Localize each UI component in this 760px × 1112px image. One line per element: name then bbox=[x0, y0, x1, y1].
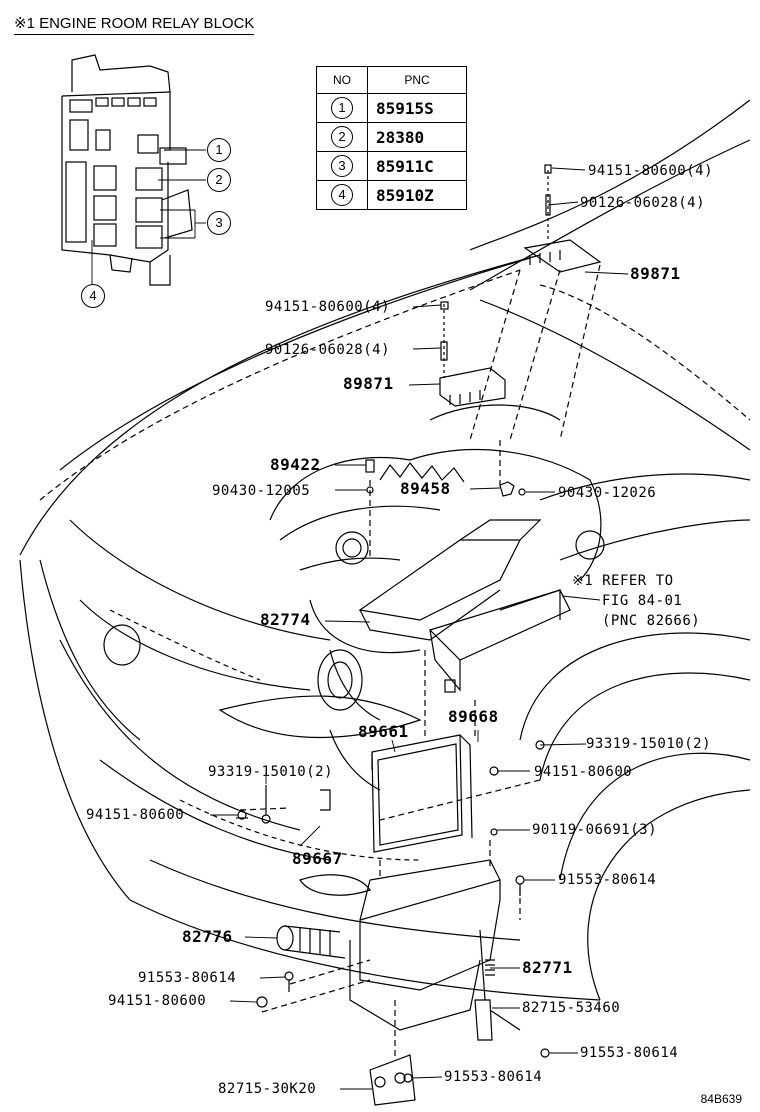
pnc-row: 4 85910Z bbox=[316, 180, 467, 210]
relay-callout-1: 1 bbox=[207, 138, 231, 162]
pnc-row-value: 85911C bbox=[367, 151, 467, 181]
sensor-89871-lower bbox=[439, 301, 506, 407]
pnc-table-header: NO PNC bbox=[316, 66, 467, 94]
part-label[interactable]: 90430-12005 bbox=[212, 483, 311, 499]
part-label[interactable]: 90126-06028(4) bbox=[265, 342, 391, 358]
part-label[interactable]: 90126-06028(4) bbox=[580, 195, 706, 211]
part-label[interactable]: 94151-80600 bbox=[108, 993, 207, 1009]
part-label[interactable]: FIG 84-01 bbox=[602, 593, 683, 609]
part-label[interactable]: 91553-80614 bbox=[580, 1045, 679, 1061]
engine-cover-82774 bbox=[358, 519, 542, 641]
ecu-89661 bbox=[371, 734, 473, 853]
part-label[interactable]: 82771 bbox=[522, 958, 573, 977]
header-no: NO bbox=[316, 66, 368, 94]
part-label[interactable]: 94151-80600(4) bbox=[265, 299, 391, 315]
part-label[interactable]: 89871 bbox=[630, 264, 681, 283]
part-label[interactable]: 94151-80600 bbox=[86, 807, 185, 823]
relay-callout-2: 2 bbox=[207, 168, 231, 192]
part-label[interactable]: 94151-80600 bbox=[534, 764, 633, 780]
vehicle-body-outline bbox=[19, 99, 751, 1001]
part-label[interactable]: 82776 bbox=[182, 927, 233, 946]
part-label[interactable]: 89458 bbox=[400, 479, 451, 498]
relay-callout-3: 3 bbox=[207, 211, 231, 235]
part-label[interactable]: ※1 REFER TO bbox=[572, 573, 674, 589]
sensor-89871-upper bbox=[523, 164, 602, 273]
part-label[interactable]: 89422 bbox=[270, 455, 321, 474]
part-label[interactable]: 91553-80614 bbox=[558, 872, 657, 888]
engine-block bbox=[269, 404, 605, 791]
part-label[interactable]: 82715-53460 bbox=[522, 1000, 621, 1016]
bracket-89668 bbox=[428, 589, 571, 693]
relay-block-title: ※1 ENGINE ROOM RELAY BLOCK bbox=[14, 15, 255, 35]
part-label[interactable]: 91553-80614 bbox=[138, 970, 237, 986]
pnc-row: 2 28380 bbox=[316, 122, 467, 152]
figure-code: 84B639 bbox=[700, 1092, 742, 1106]
part-label[interactable]: 94151-80600(4) bbox=[588, 163, 714, 179]
relay-block-drawing bbox=[61, 54, 206, 286]
part-label[interactable]: 91553-80614 bbox=[444, 1069, 543, 1085]
pnc-row-value: 28380 bbox=[367, 122, 467, 152]
ecu-case-82771 bbox=[349, 859, 501, 1031]
leader-lines bbox=[210, 167, 629, 1090]
bracket-82715-30K20 bbox=[369, 1054, 416, 1106]
pnc-row-value: 85915S bbox=[367, 93, 467, 123]
part-label[interactable]: 89667 bbox=[292, 849, 343, 868]
part-label[interactable]: (PNC 82666) bbox=[602, 613, 701, 629]
part-label[interactable]: 89661 bbox=[358, 722, 409, 741]
part-label[interactable]: 90119-06691(3) bbox=[532, 822, 658, 838]
part-label[interactable]: 89668 bbox=[448, 707, 499, 726]
pnc-row-no: 3 bbox=[316, 151, 368, 181]
leader-dashed-lines bbox=[239, 264, 601, 1060]
relay-callout-4: 4 bbox=[81, 284, 105, 308]
part-label[interactable]: 82774 bbox=[260, 610, 311, 629]
duct-82776 bbox=[276, 925, 346, 959]
pnc-row: 3 85911C bbox=[316, 151, 467, 181]
pnc-table: NO PNC 1 85915S 2 28380 3 85911C 4 85910… bbox=[316, 66, 467, 210]
pnc-row-no: 1 bbox=[316, 93, 368, 123]
part-label[interactable]: 93319-15010(2) bbox=[208, 764, 334, 780]
bracket-82715-53460 bbox=[474, 999, 521, 1041]
pnc-row-value: 85910Z bbox=[367, 180, 467, 210]
header-pnc: PNC bbox=[367, 66, 467, 94]
part-label[interactable]: 90430-12026 bbox=[558, 485, 657, 501]
pnc-row-no: 4 bbox=[316, 180, 368, 210]
part-label[interactable]: 89871 bbox=[343, 374, 394, 393]
pnc-row-no: 2 bbox=[316, 122, 368, 152]
pnc-row: 1 85915S bbox=[316, 93, 467, 123]
part-label[interactable]: 82715-30K20 bbox=[218, 1081, 317, 1097]
part-label[interactable]: 93319-15010(2) bbox=[586, 736, 712, 752]
